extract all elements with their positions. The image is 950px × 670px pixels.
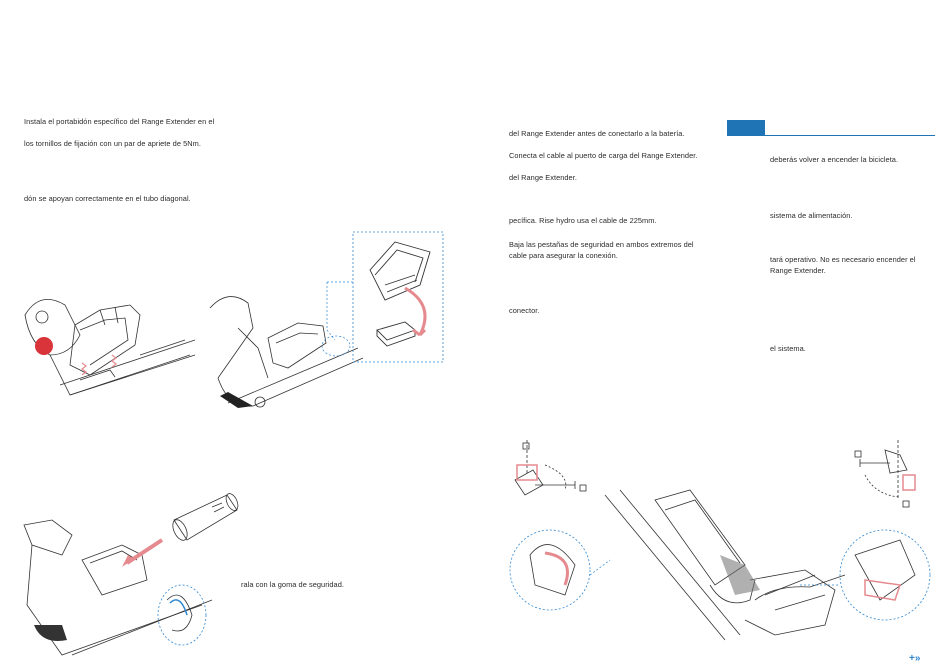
col2-paragraph-2: Conecta el cable al puerto de carga del … <box>509 151 698 160</box>
col1-paragraph-3: rala con la goma de seguridad. <box>241 580 344 589</box>
next-page-arrow-icon[interactable]: +» <box>909 653 921 664</box>
col1-paragraph-2: dón se apoyan correctamente en el tubo d… <box>24 194 191 203</box>
col2-paragraph-4: pecífica. Rise hydro usa el cable de 225… <box>509 216 657 225</box>
col1-paragraph-1-line-1: Instala el portabidón específico del Ran… <box>24 117 215 126</box>
col2-paragraph-3: del Range Extender. <box>509 173 577 182</box>
col2-paragraph-6: conector. <box>509 306 540 315</box>
illustration-cage-mount-screws <box>24 298 196 396</box>
illustration-cable-connection <box>509 440 931 641</box>
col3-paragraph-3-line-1: tará operativo. No es necesario encender… <box>770 255 916 264</box>
col2-paragraph-5-line-1: Baja las pestañas de seguridad en ambos … <box>509 240 694 249</box>
section-rule <box>765 135 935 136</box>
col1-paragraph-1-line-2: los tornillos de fijación con un par de … <box>24 139 201 148</box>
illustration-cage-on-tube <box>209 296 364 408</box>
callout-connector-detail <box>326 231 444 363</box>
col2-paragraph-1: del Range Extender antes de conectarlo a… <box>509 129 685 138</box>
col3-paragraph-2: sistema de alimentación. <box>770 211 853 220</box>
col2-paragraph-5-line-2: cable para asegurar la conexión. <box>509 251 618 260</box>
illustration-extender-insertion <box>23 493 239 656</box>
col3-paragraph-1: deberás volver a encender la bicicleta. <box>770 155 899 164</box>
col3-paragraph-3-line-2: Range Extender. <box>770 266 826 275</box>
section-tab <box>727 120 765 136</box>
col3-paragraph-4: el sistema. <box>770 344 806 353</box>
warning-dot <box>35 337 53 355</box>
